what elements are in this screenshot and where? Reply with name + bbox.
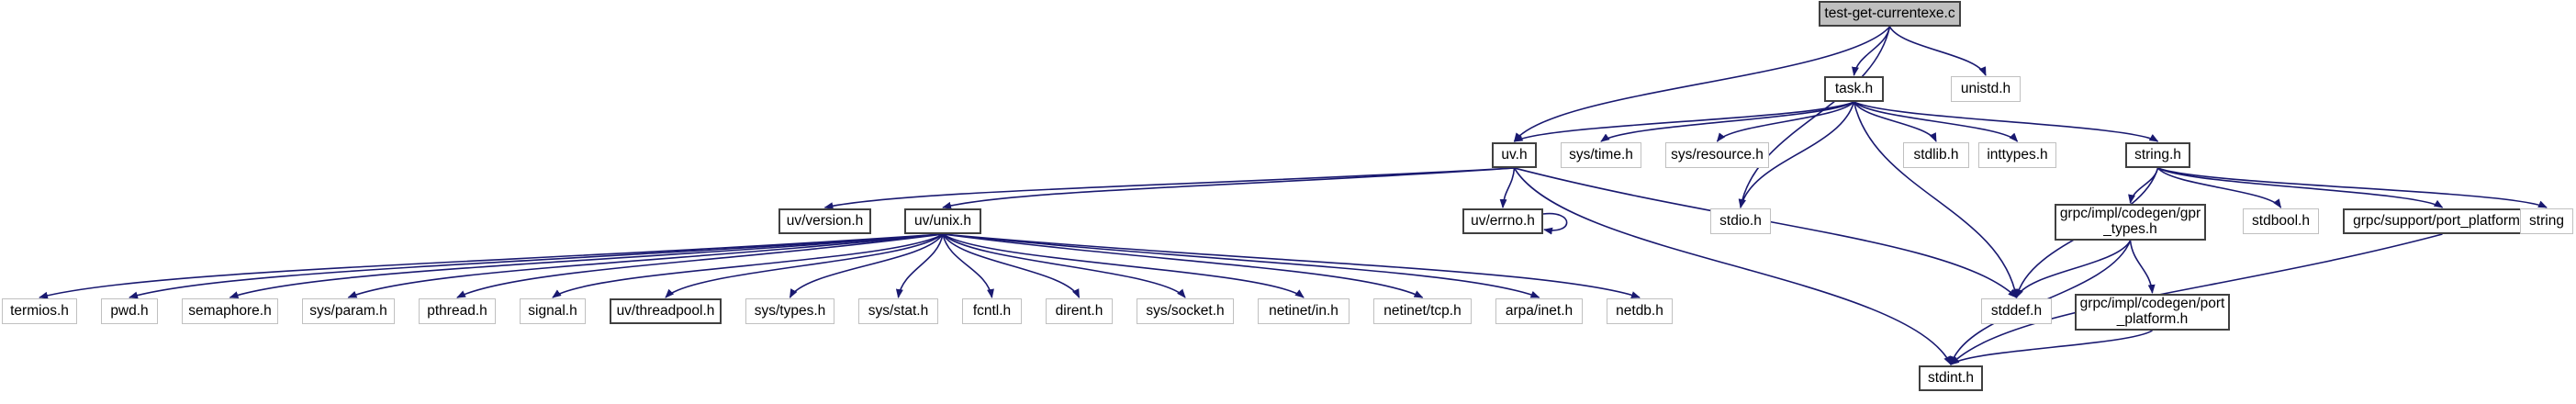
graph-edge-task-to-stringh [1854, 101, 2159, 142]
graph-node-fcntl[interactable]: fcntl.h [962, 298, 1022, 324]
graph-node-arpainet[interactable]: arpa/inet.h [1495, 298, 1583, 324]
graph-node-sysparam[interactable]: sys/param.h [302, 298, 395, 324]
graph-edge-uvunix-to-arpainet [942, 233, 1540, 298]
graph-edge-uvunix-to-semaphore [229, 233, 944, 298]
graph-edge-uvunix-to-netinetin [942, 233, 1305, 298]
graph-edge-uvunix-to-netinettcp [942, 233, 1424, 298]
graph-node-uv[interactable]: uv.h [1492, 142, 1537, 168]
graph-edge-uvunix-to-sysstat [895, 233, 944, 298]
graph-edge-uv-to-uverrno [1499, 167, 1516, 208]
graph-edge-task-to-uv [1513, 101, 1854, 142]
graph-edge-uvunix-to-signal [552, 233, 944, 298]
graph-edge-uvunix-to-dirent [942, 233, 1081, 298]
graph-node-uvthreadpool[interactable]: uv/threadpool.h [610, 298, 722, 324]
graph-edge-uvunix-to-fcntl [942, 233, 994, 298]
graph-node-stdint[interactable]: stdint.h [1919, 365, 1983, 391]
graph-node-pwd[interactable]: pwd.h [101, 298, 158, 324]
graph-edge-uvunix-to-uvthreadpool [665, 233, 944, 298]
graph-node-stddef[interactable]: stddef.h [1981, 298, 2052, 324]
graph-edge-stringh-to-portplatform [2157, 167, 2444, 208]
graph-edge-task-to-systime [1600, 101, 1854, 142]
graph-node-sysstat[interactable]: sys/stat.h [858, 298, 938, 324]
graph-node-stringh[interactable]: string.h [2125, 142, 2190, 168]
graph-node-root[interactable]: test-get-currentexe.c [1819, 1, 1961, 27]
graph-edge-uv-to-uvversion [823, 167, 1515, 210]
graph-node-string[interactable]: string [2520, 208, 2573, 234]
graph-node-sysresource[interactable]: sys/resource.h [1665, 142, 1769, 168]
graph-edge-root-to-stdio [1738, 26, 1891, 208]
graph-node-gprtypes[interactable]: grpc/impl/codegen/gpr _types.h [2055, 204, 2206, 241]
graph-edge-task-to-inttypes [1853, 101, 2019, 142]
graph-node-portplatform2[interactable]: grpc/impl/codegen/port _platform.h [2075, 294, 2230, 331]
graph-edge-uvunix-to-syssocket [942, 233, 1186, 298]
graph-node-termios[interactable]: termios.h [2, 298, 77, 324]
graph-edge-uvunix-to-termios [39, 233, 944, 299]
graph-node-uvversion[interactable]: uv/version.h [778, 208, 871, 234]
graph-node-systime[interactable]: sys/time.h [1561, 142, 1641, 168]
graph-edge-uvunix-to-systypes [789, 233, 944, 298]
graph-node-stdbool[interactable]: stdbool.h [2243, 208, 2319, 234]
graph-edge-uvunix-to-pwd [129, 233, 944, 299]
graph-edge-portplatform2-to-stdint [1950, 330, 2153, 365]
graph-node-systypes[interactable]: sys/types.h [745, 298, 834, 324]
graph-node-netinetin[interactable]: netinet/in.h [1258, 298, 1350, 324]
graph-node-uverrno[interactable]: uv/errno.h [1462, 208, 1543, 234]
graph-edge-task-to-sysresource [1716, 101, 1855, 142]
graph-edge-gprtypes-to-stddef [2015, 240, 2132, 298]
graph-edge-uv-to-stdint [1513, 167, 1952, 365]
graph-edge-root-to-task [1852, 26, 1891, 76]
graph-node-uvunix[interactable]: uv/unix.h [904, 208, 981, 234]
graph-edge-uvunix-to-pthread [456, 233, 944, 298]
graph-edge-stringh-to-stdbool [2156, 167, 2282, 208]
graph-node-stdlib[interactable]: stdlib.h [1903, 142, 1969, 168]
graph-edge-uvunix-to-netdb [942, 233, 1641, 298]
graph-node-signal[interactable]: signal.h [520, 298, 586, 324]
graph-edge-stringh-to-gprtypes [2128, 167, 2159, 204]
graph-node-stdio[interactable]: stdio.h [1710, 208, 1771, 234]
graph-node-portplatform[interactable]: grpc/support/port_platform.h [2343, 208, 2542, 234]
graph-node-netdb[interactable]: netdb.h [1607, 298, 1673, 324]
graph-node-unistd[interactable]: unistd.h [1951, 76, 2021, 102]
graph-edge-stringh-to-string [2157, 167, 2548, 208]
graph-node-semaphore[interactable]: semaphore.h [182, 298, 278, 324]
graph-node-netinettcp[interactable]: netinet/tcp.h [1373, 298, 1472, 324]
graph-edge-task-to-stdlib [1853, 101, 1937, 142]
graph-edge-uvunix-to-sysparam [347, 233, 944, 298]
graph-edge-uv-to-uvunix [942, 167, 1515, 209]
graph-node-inttypes[interactable]: inttypes.h [1978, 142, 2056, 168]
graph-node-dirent[interactable]: dirent.h [1046, 298, 1113, 324]
graph-node-syssocket[interactable]: sys/socket.h [1137, 298, 1234, 324]
graph-node-task[interactable]: task.h [1824, 76, 1884, 102]
graph-node-pthread[interactable]: pthread.h [419, 298, 496, 324]
graph-edge-uverrno-to-uverrno [1542, 212, 1568, 235]
graph-edge-gprtypes-to-portplatform2 [2129, 240, 2156, 294]
graph-edge-task-to-stddef [1853, 101, 2019, 298]
graph-edge-root-to-unistd [1888, 26, 1987, 76]
